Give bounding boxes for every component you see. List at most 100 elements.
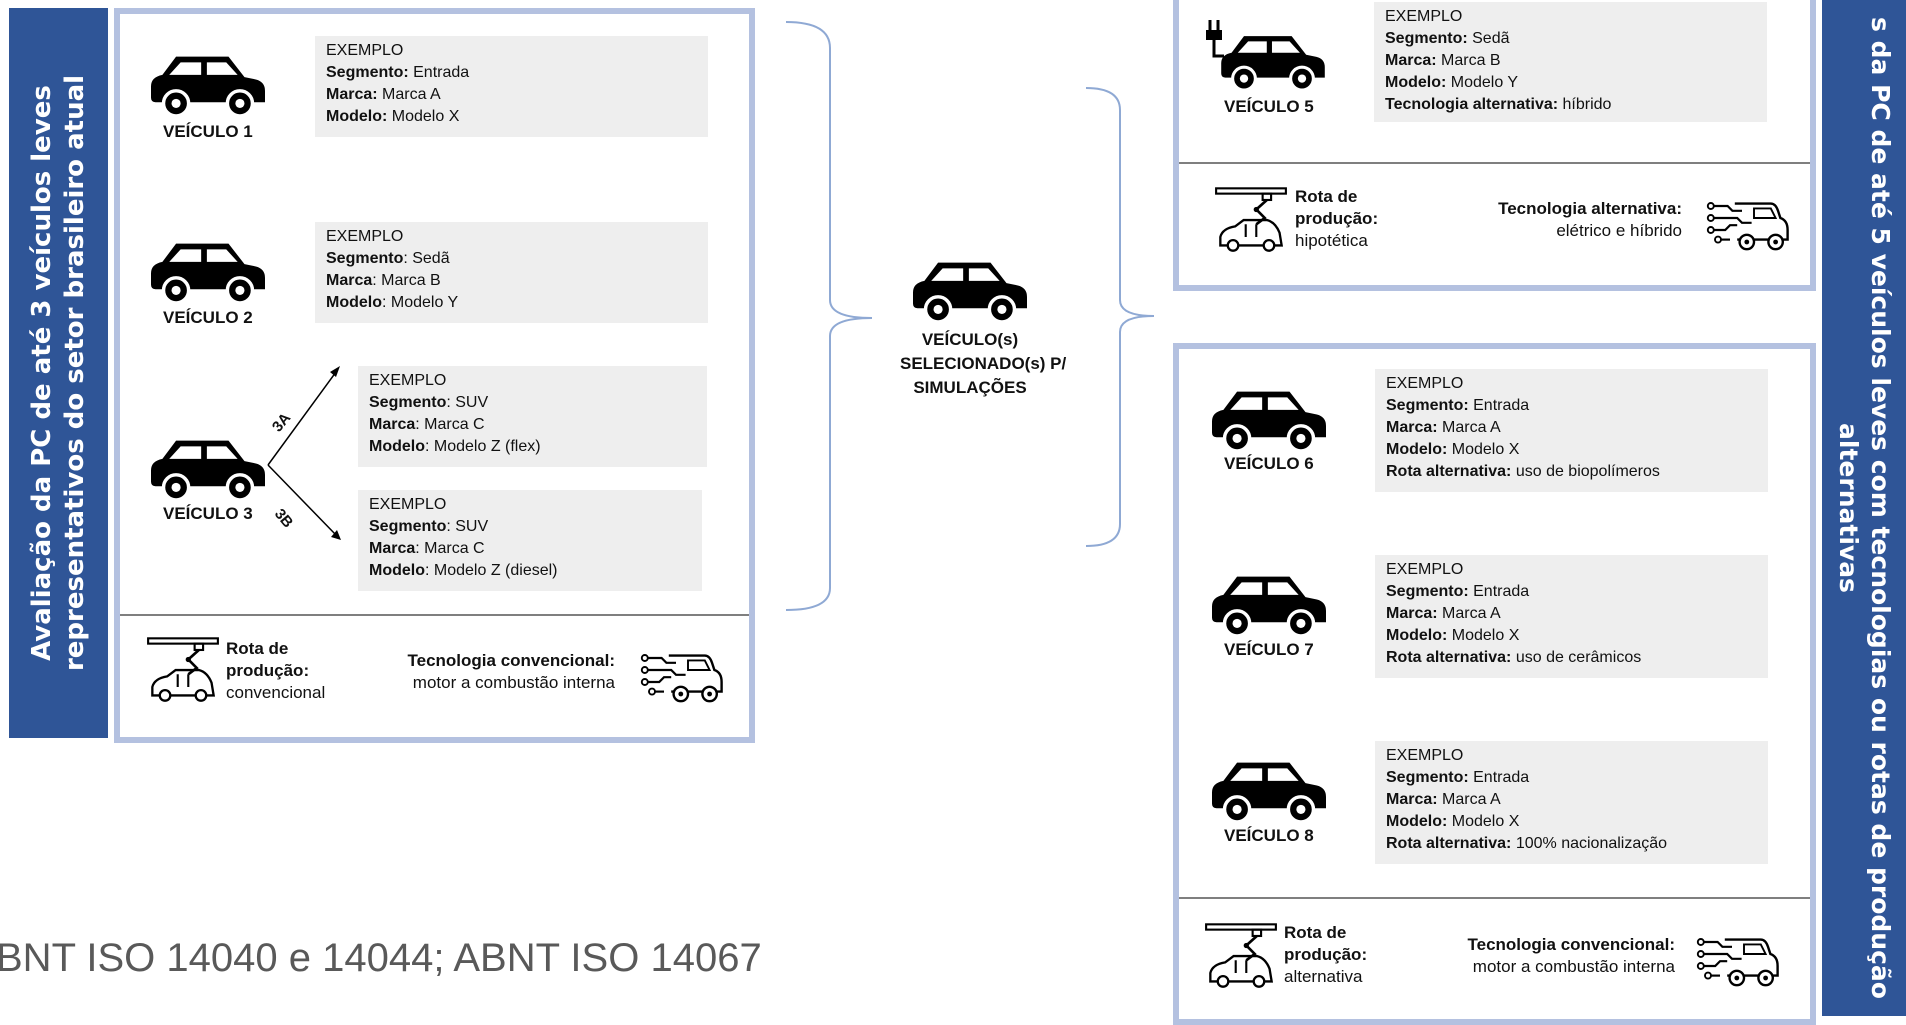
left-side-title: Avaliação da PC de até 3 veículos leves …	[26, 75, 92, 671]
vehicle-7-label: VEÍCULO 7	[1224, 640, 1314, 659]
left-route-block: Rota de produção: convencional	[226, 638, 325, 704]
route-title-2: produção:	[1295, 209, 1379, 228]
box-row: Marca: Marca A	[1386, 419, 1501, 436]
right-bottom-tech-block: Tecnologia convencional: motor a combust…	[1440, 934, 1676, 978]
car-icon	[151, 52, 265, 116]
box-row: Modelo: Modelo X	[1386, 441, 1520, 458]
box-row: Marca: Marca A	[1386, 791, 1501, 808]
route-value: hipotética	[1295, 231, 1368, 250]
box-row: Marca: Marca A	[1386, 605, 1501, 622]
route-value: alternativa	[1284, 967, 1363, 986]
vehicle-8-info-box: EXEMPLO Segmento: Entrada Marca: Marca A…	[1375, 741, 1768, 864]
circuit-car-icon	[640, 648, 724, 704]
box-row: Rota alternativa: 100% nacionalização	[1386, 835, 1668, 852]
right-bottom-route-block: Rota de produção: alternativa	[1284, 922, 1367, 988]
box-row: Rota alternativa: uso de cerâmicos	[1386, 649, 1642, 666]
box-header: EXEMPLO	[1385, 8, 1463, 25]
left-side-title-bar: Avaliação da PC de até 3 veículos leves …	[9, 8, 108, 738]
tech-title: Tecnologia convencional:	[407, 651, 616, 670]
robot-arm-car-icon	[146, 636, 220, 702]
vehicle-5-info-box: EXEMPLO Segmento: Sedã Marca: Marca B Mo…	[1374, 2, 1767, 122]
box-header: EXEMPLO	[326, 42, 404, 59]
left-tech-block: Tecnologia convencional: motor a combust…	[380, 650, 616, 694]
box-row: Segmento: Sedã	[1385, 30, 1510, 47]
plug-icon	[1206, 20, 1224, 58]
tech-title: Tecnologia alternativa:	[1498, 199, 1682, 218]
box-row: Marca: Marca B	[326, 272, 441, 289]
tech-value: motor a combustão interna	[412, 673, 615, 692]
vehicle-3-label: VEÍCULO 3	[163, 504, 253, 523]
box-row: Modelo: Modelo Z (diesel)	[369, 562, 558, 579]
box-row: Segmento: Entrada	[1386, 397, 1530, 414]
left-panel-divider	[120, 614, 749, 616]
box-header: EXEMPLO	[369, 372, 447, 389]
right-side-title: s da PC de até 5 veículos leves com tecn…	[1832, 17, 1896, 999]
route-title-1: Rota de	[226, 639, 289, 658]
right-brace	[1085, 87, 1155, 547]
tech-value: elétrico e híbrido	[1556, 221, 1682, 240]
left-side-title-line1: Avaliação da PC de até 3 veículos leves	[26, 85, 57, 661]
box-row: Segmento: Entrada	[1386, 769, 1530, 786]
right-side-title-line1: s da PC de até 5 veículos leves com tecn…	[1866, 17, 1895, 999]
box-header: EXEMPLO	[1386, 375, 1464, 392]
right-side-title-bar: s da PC de até 5 veículos leves com tecn…	[1822, 0, 1906, 1016]
circuit-car-icon	[1696, 932, 1780, 988]
vehicle-3b-info-box: EXEMPLO Segmento: SUV Marca: Marca C Mod…	[358, 490, 702, 591]
robot-arm-car-icon	[1204, 922, 1278, 988]
box-row: Rota alternativa: uso de biopolímeros	[1386, 463, 1660, 480]
selected-vehicles-label: VEÍCULO(s) SELECIONADO(s) P/ SIMULAÇÕES	[900, 330, 1067, 397]
selected-car-icon	[913, 258, 1027, 322]
box-row: Modelo: Modelo Y	[1385, 74, 1519, 91]
box-row: Modelo: Modelo X	[1386, 813, 1520, 830]
vehicle-2-label: VEÍCULO 2	[163, 308, 253, 327]
right-bottom-divider	[1179, 897, 1810, 899]
right-side-title-line2: alternativas	[1834, 423, 1863, 593]
tech-title: Tecnologia convencional:	[1467, 935, 1676, 954]
car-icon	[151, 239, 265, 303]
vehicle-1-info-box: EXEMPLO Segmento: Entrada Marca: Marca A…	[315, 36, 708, 137]
route-title-1: Rota de	[1284, 923, 1347, 942]
vehicle-5-label: VEÍCULO 5	[1224, 97, 1314, 116]
box-row: Segmento: Entrada	[326, 64, 470, 81]
left-brace	[785, 21, 873, 611]
route-title-1: Rota de	[1295, 187, 1358, 206]
branch-arrows	[267, 366, 341, 540]
box-header: EXEMPLO	[369, 496, 447, 513]
box-header: EXEMPLO	[1386, 747, 1464, 764]
footer-reference-text: BNT ISO 14040 e 14044; ABNT ISO 14067	[0, 936, 762, 980]
robot-arm-car-icon	[1214, 186, 1288, 252]
box-row: Modelo: Modelo X	[326, 108, 460, 125]
box-row: Modelo: Modelo X	[1386, 627, 1520, 644]
route-title-2: produção:	[226, 661, 310, 680]
box-row: Segmento: Sedã	[326, 250, 450, 267]
box-row: Marca: Marca A	[326, 86, 441, 103]
vehicle-6-info-box: EXEMPLO Segmento: Entrada Marca: Marca A…	[1375, 369, 1768, 492]
left-side-title-line2: representativos do setor brasileiro atua…	[59, 74, 90, 672]
vehicle-7-info-box: EXEMPLO Segmento: Entrada Marca: Marca A…	[1375, 555, 1768, 678]
box-row: Marca: Marca C	[369, 540, 485, 557]
route-value: convencional	[226, 683, 326, 702]
car-icon	[1212, 387, 1326, 451]
box-row: Segmento: SUV	[369, 518, 489, 535]
box-row: Tecnologia alternativa: híbrido	[1385, 96, 1612, 113]
box-row: Modelo: Modelo Y	[326, 294, 459, 311]
right-top-tech-block: Tecnologia alternativa: elétrico e híbri…	[1450, 198, 1682, 242]
car-icon	[1220, 32, 1326, 90]
box-row: Modelo: Modelo Z (flex)	[369, 438, 541, 455]
vehicle-8-label: VEÍCULO 8	[1224, 826, 1314, 845]
vehicle-6-label: VEÍCULO 6	[1224, 454, 1314, 473]
vehicle-2-info-box: EXEMPLO Segmento: Sedã Marca: Marca B Mo…	[315, 222, 708, 323]
right-top-divider	[1179, 162, 1810, 164]
car-icon	[1212, 572, 1326, 636]
route-title-2: produção:	[1284, 945, 1368, 964]
box-header: EXEMPLO	[326, 228, 404, 245]
box-header: EXEMPLO	[1386, 561, 1464, 578]
box-row: Marca: Marca B	[1385, 52, 1501, 69]
box-row: Marca: Marca C	[369, 416, 485, 433]
box-row: Segmento: Entrada	[1386, 583, 1530, 600]
tech-value: motor a combustão interna	[1472, 957, 1675, 976]
vehicle-1-label: VEÍCULO 1	[163, 122, 253, 141]
right-top-route-block: Rota de produção: hipotética	[1295, 186, 1378, 252]
circuit-car-icon	[1706, 196, 1790, 252]
car-icon	[151, 436, 265, 500]
